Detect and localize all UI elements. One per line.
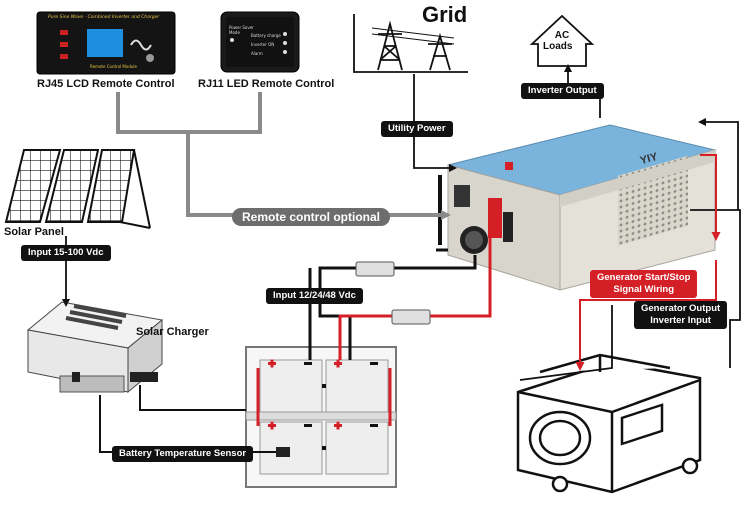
solar-panel-icon [4,149,151,229]
battery-input-tag: Input 12/24/48 Vdc [266,288,363,304]
inverter-charger-unit [436,124,717,291]
generator-output-tag: Generator Output Inverter Input [634,301,728,329]
rj45-remote-label: RJ45 LCD Remote Control [37,78,175,90]
rj11-remote-label: RJ11 LED Remote Control [198,78,335,90]
remote-signal-lines [116,92,451,220]
generator-output-line1: Generator Output [641,303,721,314]
rj11-led-remote [220,11,300,73]
utility-power-tag: Utility Power [381,121,453,137]
dc-fuse-red [391,309,431,325]
remote-optional-tag: Remote control optional [232,208,390,226]
ac-loads-label-line1: AC [554,30,570,41]
solar-input-tag: Input 15-100 Vdc [21,245,111,261]
led-remote-right-text: Battery charge Inverter ON Alarm [251,33,281,56]
generator-signal-wiring [575,154,721,371]
led-remote-left-text: Power Saver Mode [229,25,254,35]
generator-wiring-line1: Generator Start/Stop [597,272,691,283]
generator-output-line2: Inverter Input [650,315,711,326]
battery-temp-sensor-tag: Battery Temperature Sensor [112,446,254,462]
solar-charger-device [26,301,164,394]
solar-charger-label: Solar Charger [136,326,209,338]
grid-label: Grid [422,2,468,27]
battery-bank [245,346,397,488]
grid-tower-icon [353,14,468,73]
lcd-remote-footer-text: Remote Control Module [90,64,137,69]
rj45-lcd-remote [36,11,176,75]
solar-panel-label: Solar Panel [4,226,64,238]
generator-wiring-tag: Generator Start/Stop Signal Wiring [590,270,698,298]
ac-loads-house-icon [529,14,595,67]
lcd-remote-header-text: Pure Sine Wave - Combined Inverter and C… [48,15,160,20]
generator-device [516,353,702,494]
dc-fuse-black [355,261,395,277]
ac-loads-label-line2: Loads [543,41,573,52]
inverter-output-tag: Inverter Output [521,83,604,99]
generator-wiring-line2: Signal Wiring [613,284,675,295]
